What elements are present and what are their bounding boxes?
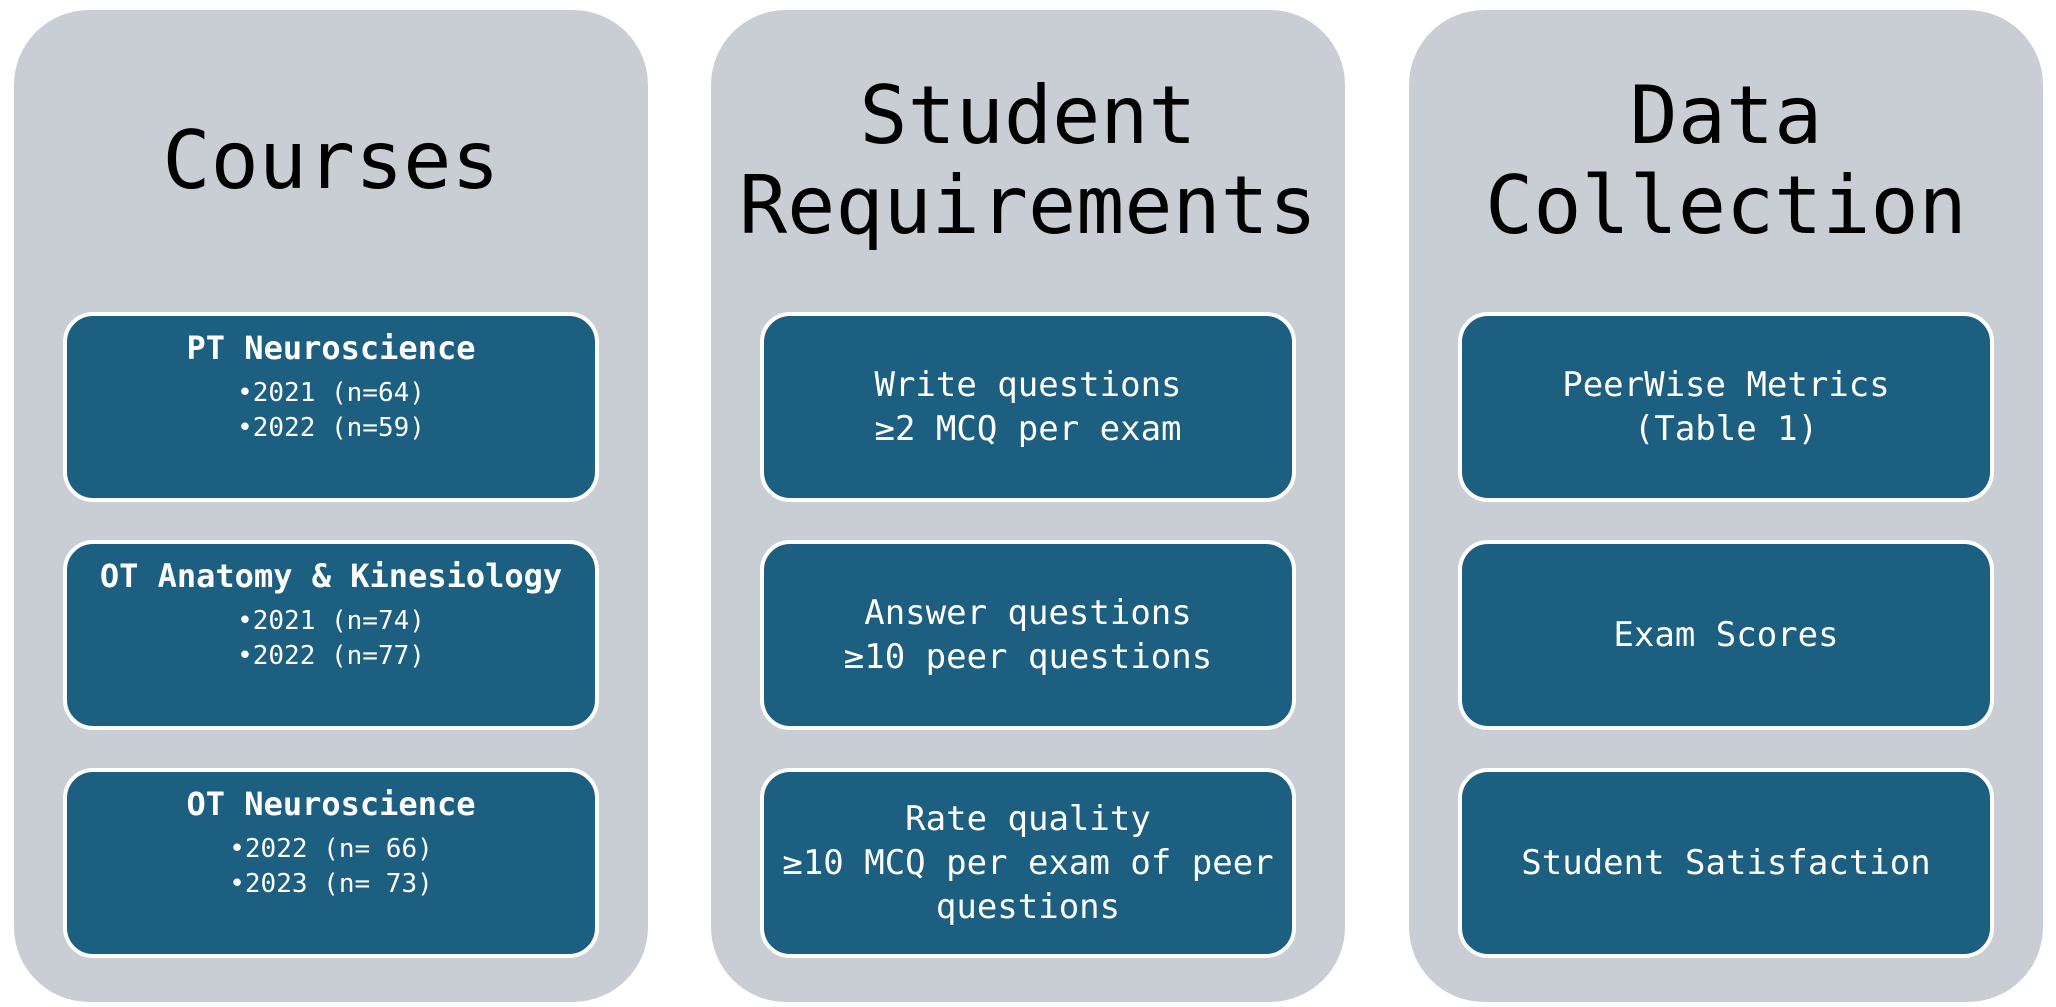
box-answer-questions: Answer questions ≥10 peer questions <box>760 540 1296 730</box>
box-rate-quality: Rate quality ≥10 MCQ per exam of peer qu… <box>760 768 1296 958</box>
column-title-line: Requirements <box>739 159 1317 252</box>
column-title-student-requirements: Student Requirements <box>711 10 1345 312</box>
column-title-data-collection: Data Collection <box>1409 10 2043 312</box>
box-ot-anatomy-kinesiology: OT Anatomy & Kinesiology •2021 (n=74) •2… <box>63 540 599 730</box>
column-data-collection: Data Collection PeerWise Metrics (Table … <box>1409 10 2043 1002</box>
bullet-item: •2021 (n=74) <box>237 604 425 639</box>
bullet-item: •2022 (n=77) <box>237 639 425 674</box>
box-text-line: Rate quality <box>905 798 1151 839</box>
bullet-item: •2023 (n= 73) <box>229 867 433 902</box>
bullet-text: 2022 (n=77) <box>252 641 425 672</box>
box-text-line: questions <box>935 887 1121 928</box>
bullet-item: •2022 (n=59) <box>237 411 425 446</box>
column-student-requirements: Student Requirements Write questions ≥2 … <box>711 10 1345 1002</box>
box-heading: OT Neuroscience <box>186 785 476 823</box>
bullet-text: 2021 (n=74) <box>252 606 425 636</box>
column-title-line: Student <box>859 69 1197 163</box>
column-title-line: Courses <box>162 114 500 208</box>
box-text-line: Answer questions <box>864 592 1192 633</box>
box-text-line: PeerWise Metrics <box>1562 364 1890 405</box>
box-text-line: Write questions <box>874 364 1182 405</box>
bullet-list: •2021 (n=74) •2022 (n=77) <box>237 604 425 674</box>
bullet-marker: • <box>229 869 245 900</box>
box-student-satisfaction: Student Satisfaction <box>1458 768 1994 958</box>
column-title-line: Data <box>1629 69 1823 163</box>
box-heading: PT Neuroscience <box>186 329 476 367</box>
bullet-marker: • <box>237 413 253 444</box>
box-ot-neuroscience: OT Neuroscience •2022 (n= 66) •2023 (n= … <box>63 768 599 958</box>
box-peerwise-metrics: PeerWise Metrics (Table 1) <box>1458 312 1994 502</box>
box-pt-neuroscience: PT Neuroscience •2021 (n=64) •2022 (n=59… <box>63 312 599 502</box>
data-collection-box-list: PeerWise Metrics (Table 1) Exam Scores S… <box>1409 312 2043 958</box>
box-text-line: ≥10 peer questions <box>843 637 1213 677</box>
bullet-marker: • <box>229 834 245 864</box>
column-title-line: Collection <box>1485 159 1967 252</box>
bullet-list: •2022 (n= 66) •2023 (n= 73) <box>229 832 433 902</box>
bullet-text: 2023 (n= 73) <box>244 869 433 900</box>
box-write-questions: Write questions ≥2 MCQ per exam <box>760 312 1296 502</box>
box-exam-scores: Exam Scores <box>1458 540 1994 730</box>
bullet-item: •2022 (n= 66) <box>229 832 433 867</box>
bullet-text: 2022 (n=59) <box>252 413 425 444</box>
requirements-box-list: Write questions ≥2 MCQ per exam Answer q… <box>711 312 1345 958</box>
bullet-marker: • <box>237 606 253 636</box>
column-title-courses: Courses <box>14 10 648 312</box>
box-text-line: Student Satisfaction <box>1521 842 1931 883</box>
bullet-marker: • <box>237 378 253 408</box>
column-courses: Courses PT Neuroscience •2021 (n=64) •20… <box>14 10 648 1002</box>
bullet-marker: • <box>237 641 253 672</box>
courses-box-list: PT Neuroscience •2021 (n=64) •2022 (n=59… <box>14 312 648 958</box>
box-text-line: ≥10 MCQ per exam of peer <box>782 842 1274 883</box>
box-text-line: Exam Scores <box>1613 614 1839 655</box>
bullet-text: 2022 (n= 66) <box>244 834 433 864</box>
bullet-text: 2021 (n=64) <box>252 378 425 408</box>
box-heading: OT Anatomy & Kinesiology <box>99 557 563 595</box>
box-text-line: (Table 1) <box>1633 409 1819 449</box>
bullet-list: •2021 (n=64) •2022 (n=59) <box>237 376 425 446</box>
bullet-item: •2021 (n=64) <box>237 376 425 411</box>
box-text-line: ≥2 MCQ per exam <box>874 409 1182 449</box>
